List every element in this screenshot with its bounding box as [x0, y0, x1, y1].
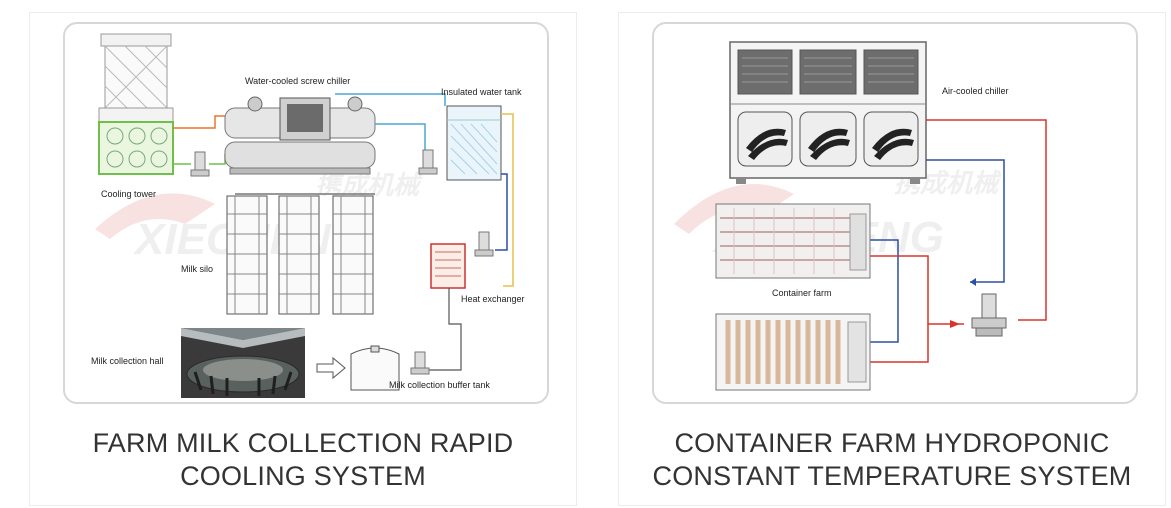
farm-milk-card[interactable]: XIECHENG 携成机械 Cooling to — [29, 12, 577, 506]
container-farm-card[interactable]: XIECHENG 携成机械 — [618, 12, 1166, 506]
flow-arrow-icon — [316, 356, 346, 380]
milk-silos — [226, 193, 375, 315]
pump-exchanger — [474, 231, 494, 257]
watermark-cn: 携成机械 — [315, 170, 423, 200]
arrow-cold-icon — [970, 278, 976, 286]
milk-silo-1 — [226, 195, 268, 315]
farm-milk-caption-line1: FARM MILK COLLECTION RAPID — [92, 428, 514, 458]
label-milk-silo: Milk silo — [181, 264, 213, 274]
pipe-cold-containers — [870, 239, 899, 343]
pipe-hot-tower — [173, 115, 225, 129]
label-screw-chiller: Water-cooled screw chiller — [245, 76, 350, 86]
milk-silo-3 — [332, 195, 374, 315]
label-cooling-tower: Cooling tower — [101, 189, 156, 199]
pipe-tank-exchanger-cold — [495, 173, 508, 251]
label-milk-hall: Milk collection hall — [91, 356, 164, 366]
farm-milk-caption: FARM MILK COLLECTION RAPID COOLING SYSTE… — [30, 427, 576, 493]
label-air-cooled-chiller: Air-cooled chiller — [942, 86, 1009, 96]
milk-cooling-svg: XIECHENG 携成机械 Cooling to — [91, 33, 525, 398]
air-cooled-chiller — [729, 41, 927, 184]
heat-exchanger — [430, 243, 466, 289]
container-farm-svg: XIECHENG 携成机械 — [674, 41, 1047, 391]
label-insulated-tank: Insulated water tank — [441, 87, 522, 97]
circulation-pump — [971, 293, 1007, 337]
milk-silo-2 — [278, 195, 320, 315]
milk-cooling-diagram: XIECHENG 携成机械 Cooling to — [63, 22, 549, 404]
pipe-tank-exchanger-hot — [501, 113, 514, 287]
farm-milk-caption-line2: COOLING SYSTEM — [180, 461, 426, 491]
pipe-hot-main — [926, 119, 1047, 321]
container-farm-diagram: XIECHENG 携成机械 — [652, 22, 1138, 404]
container-farm-caption-line2: CONSTANT TEMPERATURE SYSTEM — [652, 461, 1132, 491]
label-buffer-tank: Milk collection buffer tank — [389, 380, 490, 390]
pump-tank — [418, 149, 438, 175]
pipe-exchanger-buffer — [425, 288, 462, 371]
container-farm-unit-2 — [715, 313, 871, 391]
label-container-farm: Container farm — [772, 288, 832, 298]
pipe-hot-containers-2 — [870, 324, 929, 363]
watermark-swoosh — [95, 193, 215, 239]
cooling-tower — [98, 33, 174, 175]
milk-collection-hall-photo — [181, 328, 305, 398]
pipe-hot-containers-1 — [870, 255, 964, 325]
container-farm-caption: CONTAINER FARM HYDROPONIC CONSTANT TEMPE… — [619, 427, 1165, 493]
pump-tower — [190, 151, 210, 177]
milk-buffer-tank — [350, 345, 400, 391]
pump-buffer — [410, 351, 430, 375]
insulated-water-tank — [446, 105, 502, 181]
container-farm-unit-1 — [715, 203, 871, 279]
pipe-chiller-tank-top — [335, 93, 446, 106]
pipe-cold-main — [926, 159, 1005, 283]
container-farm-caption-line1: CONTAINER FARM HYDROPONIC — [674, 428, 1110, 458]
screw-chiller — [224, 96, 376, 175]
arrow-hot-icon — [950, 320, 960, 328]
label-heat-exchanger: Heat exchanger — [461, 294, 525, 304]
